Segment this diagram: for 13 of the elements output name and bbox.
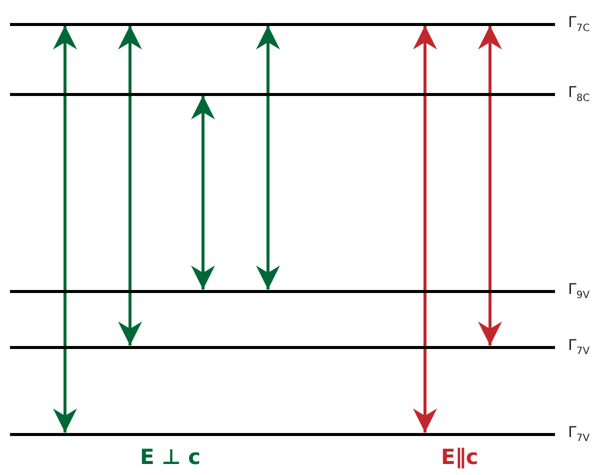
- level-label: Γ$_{7C}$: [568, 12, 590, 34]
- double-arrow: [191, 96, 215, 290]
- level-label: Γ$_{7V}$: [568, 422, 590, 444]
- level-label: Γ$_{9V}$: [568, 280, 590, 300]
- double-arrow: [478, 26, 502, 346]
- double-arrow: [413, 26, 437, 432]
- polarization-label: E∥c: [441, 445, 478, 469]
- level-label: Γ$_{8C}$: [568, 82, 590, 104]
- double-arrow: [256, 26, 280, 290]
- polarization-label: E ⊥ c: [140, 445, 201, 469]
- double-arrow: [118, 26, 142, 346]
- level-label: Γ$_{7V}$: [568, 336, 590, 356]
- double-arrow: [53, 26, 77, 432]
